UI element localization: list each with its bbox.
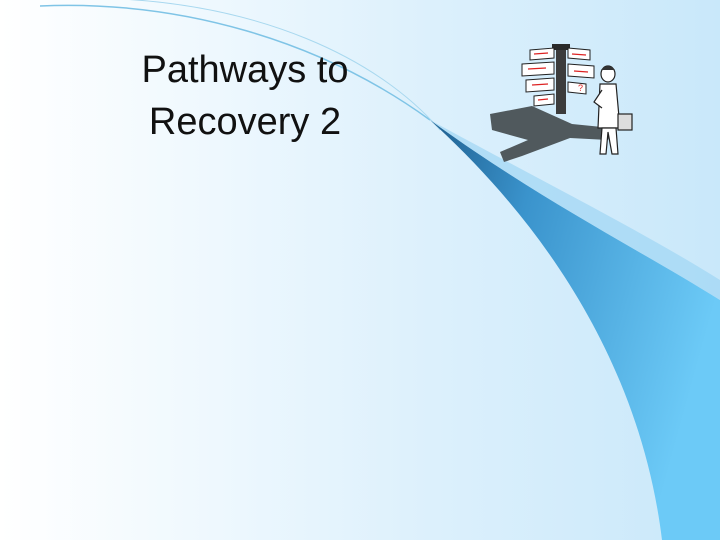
slide-title: Pathways to Recovery 2 [100, 44, 390, 148]
blue-swoosh [430, 120, 720, 540]
person-figure [593, 65, 633, 155]
thin-arc-line-2 [127, 0, 441, 131]
light-wedge [430, 120, 720, 300]
title-line-1: Pathways to [141, 49, 349, 91]
signpost-signs [521, 47, 595, 107]
svg-text:?: ? [578, 83, 583, 93]
signpost-pole [556, 46, 566, 114]
thin-arc-line [39, 4, 431, 121]
signpost-person-icon: ? [490, 44, 633, 162]
title-line-2: Recovery 2 [148, 101, 342, 143]
signpost-shadow [490, 106, 612, 162]
